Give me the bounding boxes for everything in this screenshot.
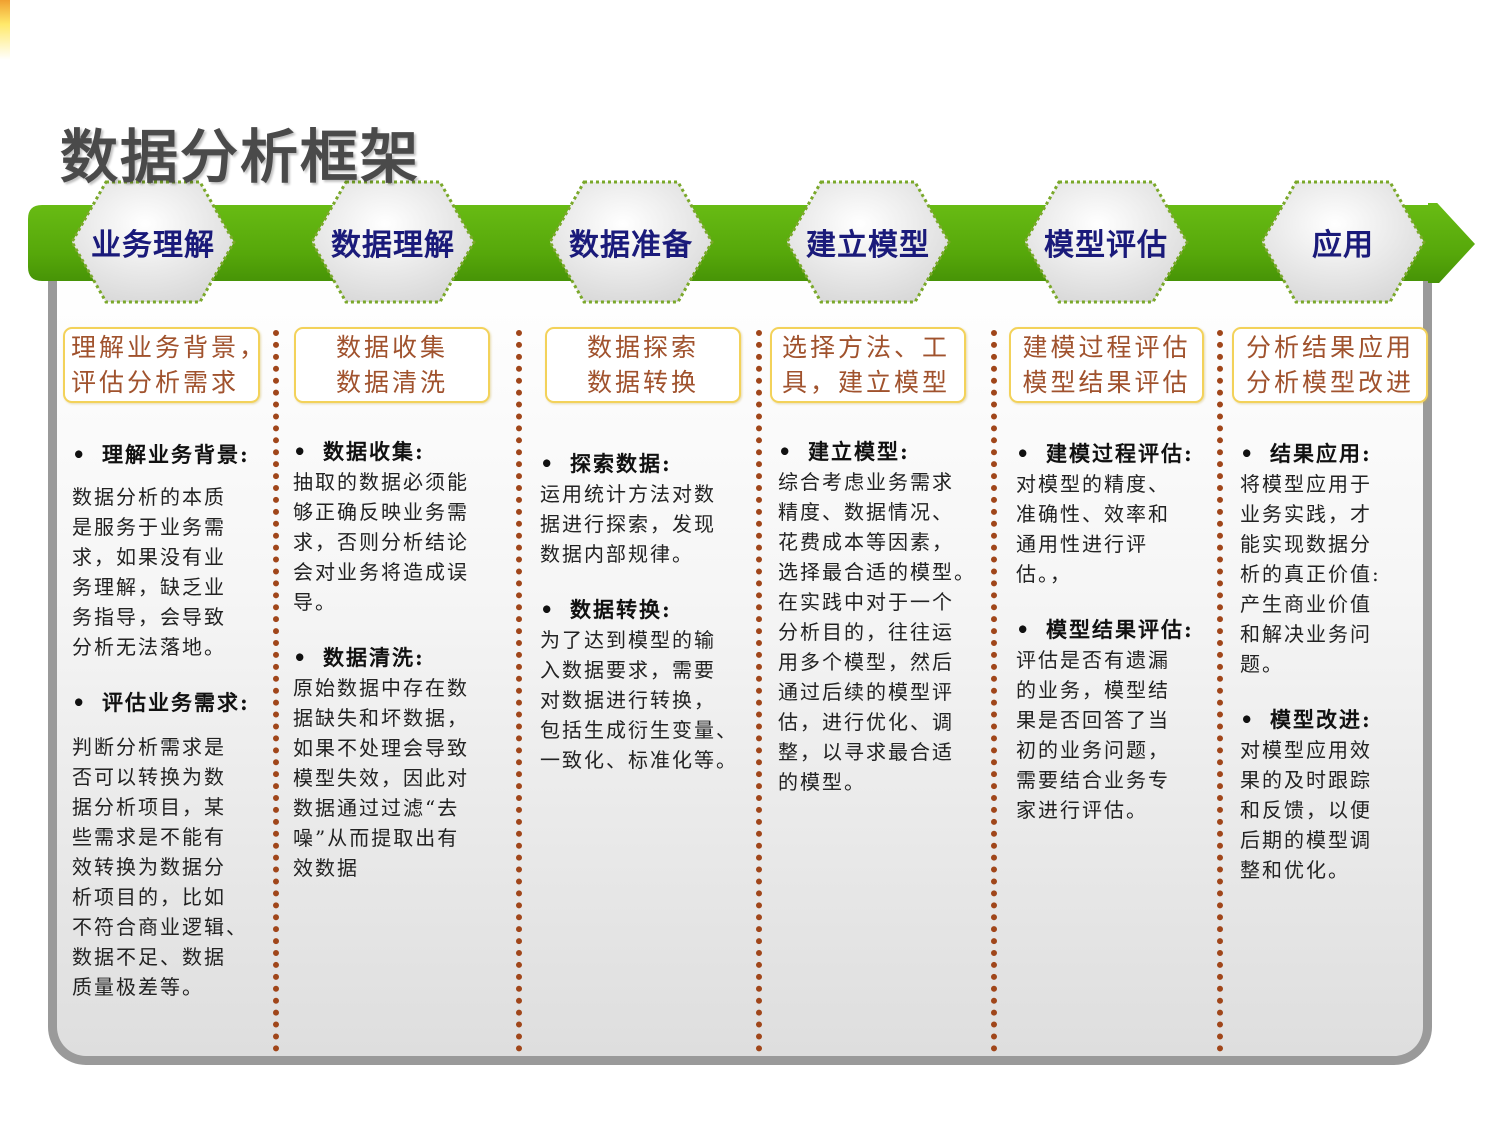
summary-box: 理解业务背景， 评估分析需求	[63, 327, 264, 403]
summary-line: 模型结果评估	[1022, 368, 1191, 397]
stage-modeling: 建立模型	[785, 180, 951, 304]
summary-line: 分析结果应用	[1245, 333, 1414, 362]
section-text: 为了达到模型的输入数据要求，需要对数据进行转换， 包括生成衍生变量、一致化、标准…	[540, 628, 738, 772]
column-divider	[1217, 330, 1223, 1052]
section-heading: •数据收集:	[293, 439, 425, 464]
summary-line: 数据转换	[586, 368, 699, 397]
section-heading: •建立模型:	[778, 439, 910, 464]
stage-data-preparation: 数据准备	[548, 180, 714, 304]
stage-label: 应用	[1312, 228, 1374, 263]
section-text: 评估是否有遗漏的业务，模型结果是否回答了当 初的业务问题，需要结合业务专家进行评…	[1016, 648, 1170, 822]
column-divider	[273, 330, 279, 1052]
corner-decoration	[0, 0, 10, 60]
stage-label: 数据理解	[331, 228, 455, 263]
summary-line: 数据清洗	[335, 368, 448, 397]
hexagon-icon	[310, 180, 476, 304]
summary-line: 分析模型改进	[1245, 368, 1414, 397]
summary-box: 选择方法、工 具，建立模型	[770, 327, 966, 403]
page-title: 数据分析框架	[60, 123, 421, 191]
stage-label: 数据准备	[569, 228, 693, 263]
section-text: 判断分析需求是否可以转换为数据分析项目，某 些需求是不能有效转换为数据分析项目的…	[72, 735, 248, 999]
column-modeling: •建立模型: 综合考虑业务需求精度、数据情况、花费成本等因素， 选择最合适的模型…	[778, 437, 998, 797]
section-text: 将模型应用于业务实践，才能实现数据分 析的真正价值:产生商业价值和解决业务问 题…	[1240, 472, 1381, 676]
section-text: 对模型的精度、准确性、效率和通用性进行评 估。，	[1016, 472, 1170, 586]
column-data-preparation: •探索数据: 运用统计方法对数据进行探索，发现数据内部规律。 •数据转换: 为了…	[540, 449, 760, 775]
section-heading: •理解业务背景:	[72, 442, 250, 467]
column-divider	[756, 330, 762, 1052]
section-heading: •建模过程评估:	[1016, 441, 1194, 466]
column-divider	[516, 330, 522, 1052]
summary-box: 建模过程评估 模型结果评估	[1009, 327, 1204, 403]
column-deployment: •结果应用: 将模型应用于业务实践，才能实现数据分 析的真正价值:产生商业价值和…	[1240, 439, 1420, 885]
stage-deployment: 应用	[1260, 180, 1426, 304]
hexagon-icon	[548, 180, 714, 304]
hexagon-icon	[785, 180, 951, 304]
hexagon-icon	[1023, 180, 1189, 304]
hexagon-icon	[1260, 180, 1426, 304]
section-text: 抽取的数据必须能够正确反映业务需求，否则分析结论 会对业务将造成误导。	[293, 470, 469, 614]
summary-box: 数据收集 数据清洗	[294, 327, 490, 403]
section-text: 对模型应用效果的及时跟踪和反馈，以便 后期的模型调整和优化。	[1240, 738, 1372, 882]
stage-label: 业务理解	[91, 228, 215, 263]
section-heading: •评估业务需求:	[72, 690, 250, 715]
column-divider	[991, 330, 997, 1052]
column-business-understanding: •理解业务背景: 数据分析的本质是服务于业务需求，如果没有业 务理解，缺乏业务指…	[72, 440, 272, 1002]
summary-line: 具，建立模型	[782, 368, 951, 397]
summary-line: 数据探索	[586, 333, 699, 362]
section-heading: •探索数据:	[540, 451, 672, 476]
column-data-understanding: •数据收集: 抽取的数据必须能够正确反映业务需求，否则分析结论 会对业务将造成误…	[293, 437, 518, 883]
hexagon-icon	[70, 180, 236, 304]
summary-box: 数据探索 数据转换	[545, 327, 741, 403]
section-heading: •模型改进:	[1240, 707, 1372, 732]
summary-line: 理解业务背景，	[71, 333, 268, 362]
summary-line: 评估分析需求	[71, 368, 240, 397]
summary-line: 数据收集	[335, 333, 448, 362]
section-text: 原始数据中存在数据缺失和坏数据，如果不处理会导致 模型失效，因此对数据通过过滤“…	[293, 676, 469, 880]
section-heading: •数据清洗:	[293, 645, 425, 670]
summary-line: 建模过程评估	[1022, 333, 1191, 362]
section-text: 数据分析的本质是服务于业务需求，如果没有业 务理解，缺乏业务指导，会导致分析无法…	[72, 485, 226, 659]
summary-line: 选择方法、工	[782, 333, 951, 362]
section-text: 综合考虑业务需求精度、数据情况、花费成本等因素， 选择最合适的模型。在实践中对于…	[778, 470, 976, 794]
section-heading: •结果应用:	[1240, 441, 1372, 466]
stage-label: 建立模型	[806, 228, 930, 263]
stage-data-understanding: 数据理解	[310, 180, 476, 304]
stage-business-understanding: 业务理解	[70, 180, 236, 304]
section-heading: •数据转换:	[540, 597, 672, 622]
column-evaluation: •建模过程评估: 对模型的精度、准确性、效率和通用性进行评 估。， •模型结果评…	[1016, 439, 1216, 825]
section-heading: •模型结果评估:	[1016, 617, 1194, 642]
stage-evaluation: 模型评估	[1023, 180, 1189, 304]
stage-label: 模型评估	[1044, 228, 1168, 263]
summary-box: 分析结果应用 分析模型改进	[1232, 327, 1428, 403]
section-text: 运用统计方法对数据进行探索，发现数据内部规律。	[540, 482, 716, 566]
